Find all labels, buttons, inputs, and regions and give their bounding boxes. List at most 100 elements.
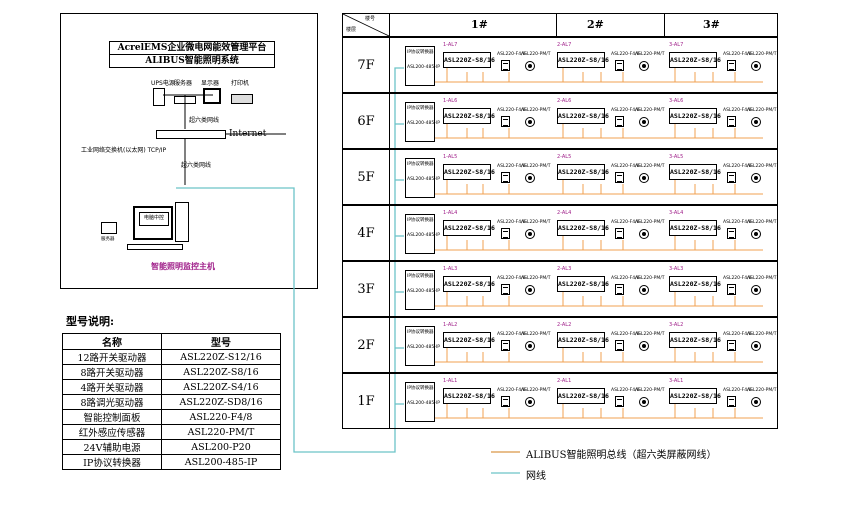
gateway-model-label: ASL200-485-IP: [407, 289, 440, 294]
sensor-model-label: ASL220-PM/T: [521, 220, 551, 225]
panel-model-label: ASL220-F4/8: [723, 164, 752, 169]
gateway-model-label: ASL200-485-IP: [407, 121, 440, 126]
control-panel-icon: [615, 396, 624, 407]
sensor-model-label: ASL220-PM/T: [747, 220, 777, 225]
building-header-row: 楼号 楼层 1# 2# 3#: [342, 13, 778, 37]
sensor-model-label: ASL220-PM/T: [635, 220, 665, 225]
legend-model: ASL200-P20: [161, 439, 281, 455]
sensor-model-label: ASL220-PM/T: [747, 276, 777, 281]
floor-label: 2F: [357, 338, 375, 353]
alibus-line: [435, 124, 763, 139]
host-monitor-icon: 电脑中控: [133, 206, 173, 240]
control-panel-icon: [727, 284, 736, 295]
switch-driver: ASL220Z-S8/16: [669, 164, 721, 180]
control-panel-icon: [501, 172, 510, 183]
panel-model-label: ASL220-F4/8: [497, 388, 526, 393]
infrared-sensor-icon: [751, 285, 761, 295]
floor-label: 7F: [357, 58, 375, 73]
sensor-model-label: ASL220-PM/T: [521, 332, 551, 337]
panel-model-label: ASL220-F4/8: [611, 164, 640, 169]
legend-title: 型号说明:: [66, 315, 115, 328]
legend-name: 智能控制面板: [62, 409, 162, 425]
alibus-line: [435, 68, 763, 83]
floor-label-divider: [389, 374, 390, 428]
ups-label: UPS电源: [151, 80, 175, 87]
sensor-model-label: ASL220-PM/T: [521, 388, 551, 393]
cable-label-2: 超六类网线: [181, 162, 212, 169]
legend-header-model: 型号: [161, 333, 281, 350]
printer-label: 打印机: [231, 80, 250, 87]
group-label: 2-AL5: [557, 154, 572, 160]
legend-model: ASL220-F4/8: [161, 409, 281, 425]
control-panel-icon: [501, 284, 510, 295]
gateway-model-label: ASL200-485-IP: [407, 401, 440, 406]
control-panel-icon: [615, 284, 624, 295]
sensor-model-label: ASL220-PM/T: [747, 52, 777, 57]
sensor-model-label: ASL220-PM/T: [521, 52, 551, 57]
host-tower-icon: [175, 202, 189, 242]
legend-model: ASL200-485-IP: [161, 454, 281, 470]
corner-cell: 楼号 楼层: [343, 14, 390, 36]
phone-icon: [101, 222, 117, 234]
infrared-sensor-icon: [525, 117, 535, 127]
switch-driver: ASL220Z-S8/16: [669, 276, 721, 292]
group-label: 3-AL1: [669, 378, 684, 384]
gateway-label: IP协议转换器: [407, 106, 434, 111]
floor-label-divider: [389, 38, 390, 92]
sensor-model-label: ASL220-PM/T: [747, 108, 777, 113]
control-panel-icon: [501, 228, 510, 239]
group-label: 2-AL7: [557, 42, 572, 48]
gateway-model-label: ASL200-485-IP: [407, 177, 440, 182]
legend-name: 8路调光驱动器: [62, 394, 162, 410]
floor-label: 6F: [357, 114, 375, 129]
alibus-line: [435, 180, 763, 195]
control-panel-icon: [501, 116, 510, 127]
corner-top-label: 楼号: [365, 16, 376, 22]
gateway-label: IP协议转换器: [407, 218, 434, 223]
panel-model-label: ASL220-F4/8: [611, 52, 640, 57]
group-label: 3-AL7: [669, 42, 684, 48]
switch-label: 工业网络交换机(以太网) TCP/IP: [81, 147, 167, 154]
building-2-label: 2#: [587, 18, 604, 31]
infrared-sensor-icon: [525, 285, 535, 295]
ip-gateway-icon: [405, 214, 435, 254]
host-label: 智能照明监控主机: [151, 262, 215, 271]
switch-driver: ASL220Z-S8/16: [557, 220, 609, 236]
network-legend-label: 网线: [526, 471, 546, 482]
gateway-model-label: ASL200-485-IP: [407, 65, 440, 70]
legend-model: ASL220Z-S4/16: [161, 379, 281, 395]
switch-driver: ASL220Z-S8/16: [443, 108, 495, 124]
group-label: 3-AL6: [669, 98, 684, 104]
switch-driver: ASL220Z-S8/16: [669, 52, 721, 68]
control-panel-icon: [615, 172, 624, 183]
sensor-model-label: ASL220-PM/T: [635, 164, 665, 169]
floor-label: 5F: [357, 170, 375, 185]
infrared-sensor-icon: [751, 229, 761, 239]
group-label: 2-AL6: [557, 98, 572, 104]
group-label: 2-AL2: [557, 322, 572, 328]
sensor-model-label: ASL220-PM/T: [635, 388, 665, 393]
sensor-model-label: ASL220-PM/T: [635, 276, 665, 281]
legend-model: ASL220Z-S12/16: [161, 349, 281, 365]
building-3-label: 3#: [703, 18, 720, 31]
ip-gateway-icon: [405, 46, 435, 86]
group-label: 2-AL3: [557, 266, 572, 272]
alibus-line: [435, 404, 763, 419]
switch-driver: ASL220Z-S8/16: [557, 388, 609, 404]
gateway-model-label: ASL200-485-IP: [407, 345, 440, 350]
ip-gateway-icon: [405, 382, 435, 422]
alibus-line: [435, 236, 763, 251]
control-panel-icon: [501, 340, 510, 351]
switch-driver: ASL220Z-S8/16: [443, 332, 495, 348]
monitor-icon: [203, 88, 221, 104]
legend-name: IP协议转换器: [62, 454, 162, 470]
monitor-label: 显示器: [201, 80, 220, 87]
building-divider: [556, 14, 557, 36]
